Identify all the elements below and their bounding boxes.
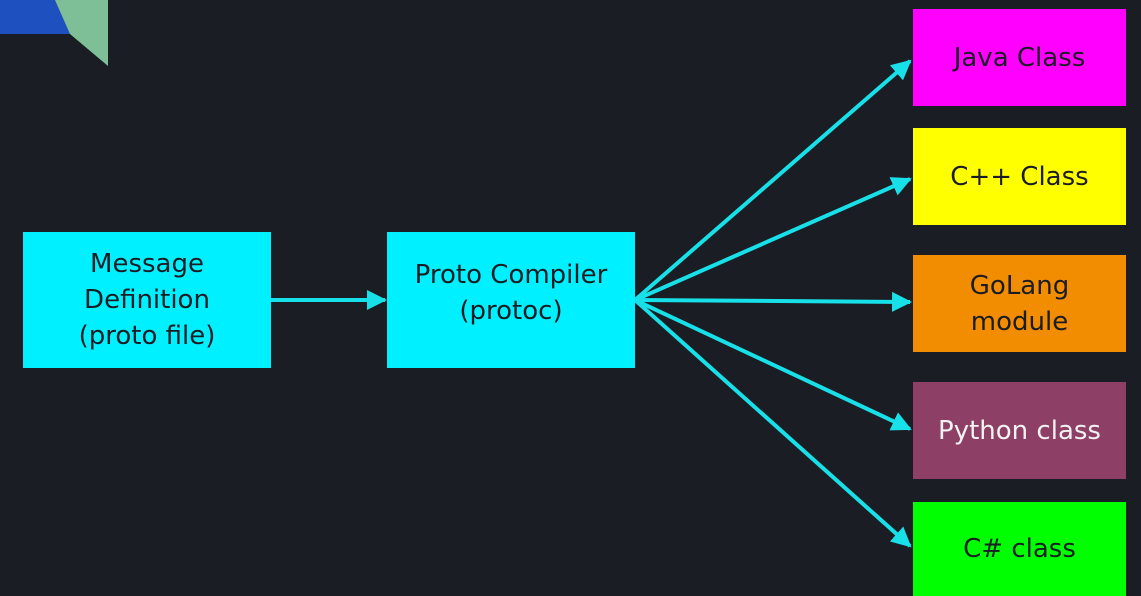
output-csharp-label: C# class xyxy=(963,534,1076,564)
arrow-compiler-to-java xyxy=(633,59,912,302)
arrow-compiler-to-cpp xyxy=(634,177,912,302)
output-csharp-box: C# class xyxy=(913,502,1126,596)
proto-compiler-box: Proto Compiler (protoc) xyxy=(387,232,635,368)
output-java-label: Java Class xyxy=(953,42,1086,73)
output-python-label: Python class xyxy=(938,415,1101,446)
message-definition-label: Message Definition (proto file) xyxy=(78,249,216,351)
output-cpp-box: C++ Class xyxy=(913,128,1126,225)
output-python-box: Python class xyxy=(913,382,1126,479)
message-definition-box: Message Definition (proto file) xyxy=(23,232,271,368)
output-java-box: Java Class xyxy=(913,9,1126,106)
corner-decoration-logo xyxy=(0,0,108,66)
arrow-compiler-to-csharp xyxy=(633,298,912,548)
output-cpp-label: C++ Class xyxy=(950,161,1089,192)
output-golang-box: GoLang module xyxy=(913,255,1126,352)
output-golang-label: GoLang module xyxy=(969,270,1070,337)
proto-compiler-label: Proto Compiler (protoc) xyxy=(414,260,608,326)
arrow-compiler-to-golang xyxy=(634,291,912,312)
corner-decoration-green xyxy=(55,0,108,66)
arrow-compiler-to-python xyxy=(634,298,912,431)
